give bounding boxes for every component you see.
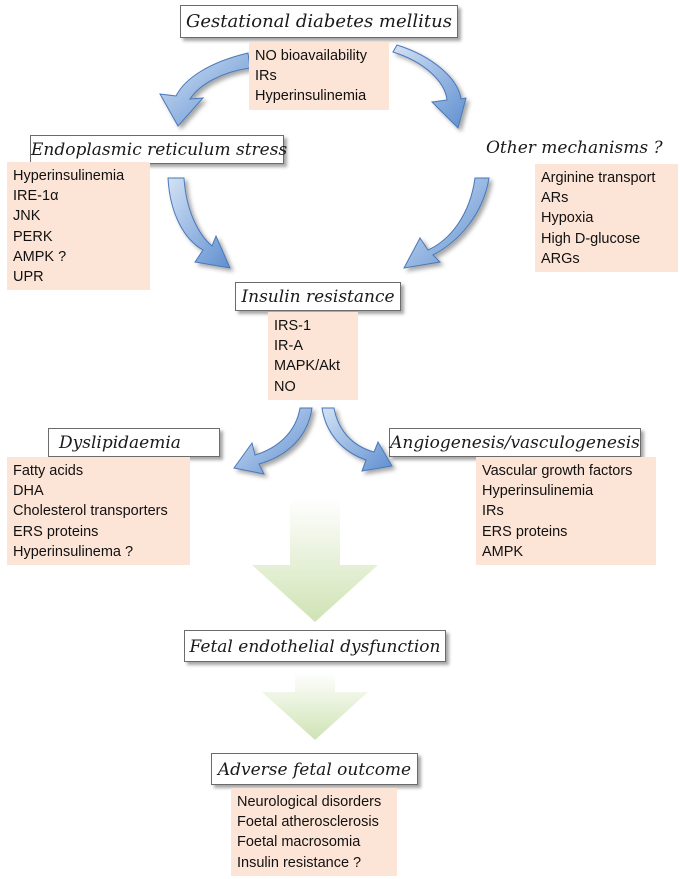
list-item: ERS proteins	[482, 523, 568, 540]
list-item: Neurological disorders	[237, 794, 382, 810]
arrow-ers-to-ir	[167, 177, 231, 269]
angiogenesis-title: Angiogenesis/vasculogenesis	[389, 428, 641, 457]
list-item: MAPK/Akt	[274, 358, 341, 375]
other-factor-list: Arginine transport ARs Hypoxia High D-gl…	[535, 164, 678, 272]
gdm-factor-list: NO bioavailability IRs Hyperinsulinemia	[249, 42, 389, 110]
angio-factor-list: Vascular growth factors Hyperinsulinemia…	[476, 457, 656, 565]
dys-factor-list: Fatty acids DHA Cholesterol transporters…	[7, 457, 190, 565]
list-item: Arginine transport	[541, 170, 656, 186]
list-item: Vascular growth factors	[482, 463, 633, 479]
list-item: Hyperinsulinemia	[13, 168, 125, 184]
list-item: DHA	[13, 483, 44, 500]
list-item: Hyperinsulinemia	[255, 88, 367, 105]
list-item: High D-glucose	[541, 230, 641, 247]
other-mechanisms-title: Other mechanisms ?	[486, 138, 663, 158]
list-item: IRS-1	[274, 318, 312, 334]
list-item: Foetal macrosomia	[237, 834, 361, 851]
list-item: ARGs	[541, 250, 580, 267]
adverse-fetal-outcome-title: Adverse fetal outcome	[211, 753, 418, 785]
list-item: IR-A	[274, 338, 303, 355]
arrow-gdm-to-ers	[159, 52, 251, 127]
ers-factor-list: Hyperinsulinemia IRE-1α JNK PERK AMPK ? …	[7, 162, 150, 290]
list-item: JNK	[13, 208, 41, 225]
list-item: Hyperinsulinema ?	[13, 543, 134, 560]
arrow-to-afo	[262, 672, 368, 740]
list-item: AMPK ?	[13, 248, 67, 265]
list-item: Hyperinsulinemia	[482, 483, 594, 500]
arrow-ir-to-angio	[321, 407, 393, 472]
list-item: AMPK	[482, 543, 524, 560]
arrow-ir-to-dys	[233, 407, 313, 475]
list-item: PERK	[13, 228, 53, 245]
insulin-resistance-title: Insulin resistance	[235, 282, 401, 311]
afo-factor-list: Neurological disorders Foetal atheroscle…	[231, 788, 397, 876]
list-item: NO	[274, 378, 296, 395]
list-item: Cholesterol transporters	[13, 503, 168, 520]
dyslipidaemia-title: Dyslipidaemia	[48, 428, 220, 457]
arrow-gdm-to-other	[392, 44, 467, 129]
list-item: ERS proteins	[13, 523, 99, 540]
ir-factor-list: IRS-1 IR-A MAPK/Akt NO	[268, 312, 358, 400]
list-item: IRs	[255, 68, 277, 85]
list-item: Hypoxia	[541, 210, 594, 227]
list-item: Foetal atherosclerosis	[237, 814, 379, 831]
gdm-title: Gestational diabetes mellitus	[180, 5, 458, 38]
list-item: NO bioavailability	[255, 48, 368, 64]
arrow-other-to-ir	[403, 177, 490, 269]
list-item: Fatty acids	[13, 463, 84, 479]
arrow-to-fed	[252, 498, 378, 622]
list-item: Insulin resistance ?	[237, 854, 362, 871]
ers-title: Endoplasmic reticulum stress	[30, 135, 287, 164]
fetal-endothelial-dysfunction-title: Fetal endothelial dysfunction	[184, 630, 446, 662]
list-item: ARs	[541, 190, 569, 207]
list-item: IRE-1α	[13, 188, 59, 205]
list-item: IRs	[482, 503, 504, 520]
list-item: UPR	[13, 269, 44, 286]
